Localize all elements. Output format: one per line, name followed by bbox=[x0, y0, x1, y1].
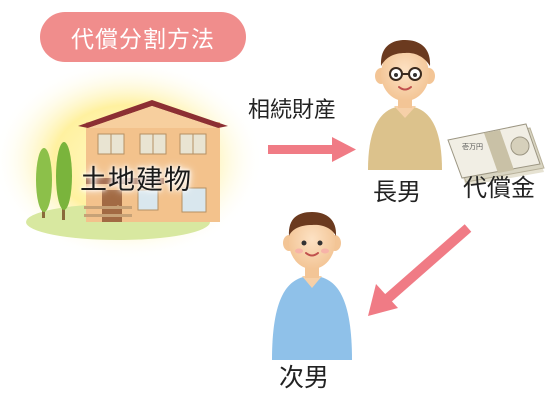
house-scene bbox=[0, 60, 263, 260]
eldest-son-figure bbox=[368, 40, 442, 170]
eldest-son-label: 長男 bbox=[373, 178, 421, 206]
arrow-to-eldest bbox=[268, 137, 356, 162]
transfer-label: 相続財産 bbox=[248, 98, 337, 123]
second-son-figure bbox=[272, 212, 352, 360]
banknote-stack-icon: 壱万円 bbox=[447, 123, 545, 186]
method-title-badge: 代償分割方法 bbox=[40, 12, 246, 62]
arrow-to-second bbox=[368, 224, 472, 316]
asset-label: 土地建物 bbox=[80, 165, 192, 196]
second-son-label: 次男 bbox=[279, 363, 330, 392]
banknote-text: 壱万円 bbox=[462, 142, 483, 151]
compensation-label: 代償金 bbox=[463, 174, 535, 202]
tree-right bbox=[56, 142, 72, 220]
house-icon bbox=[78, 100, 228, 222]
tree-left bbox=[36, 148, 52, 218]
